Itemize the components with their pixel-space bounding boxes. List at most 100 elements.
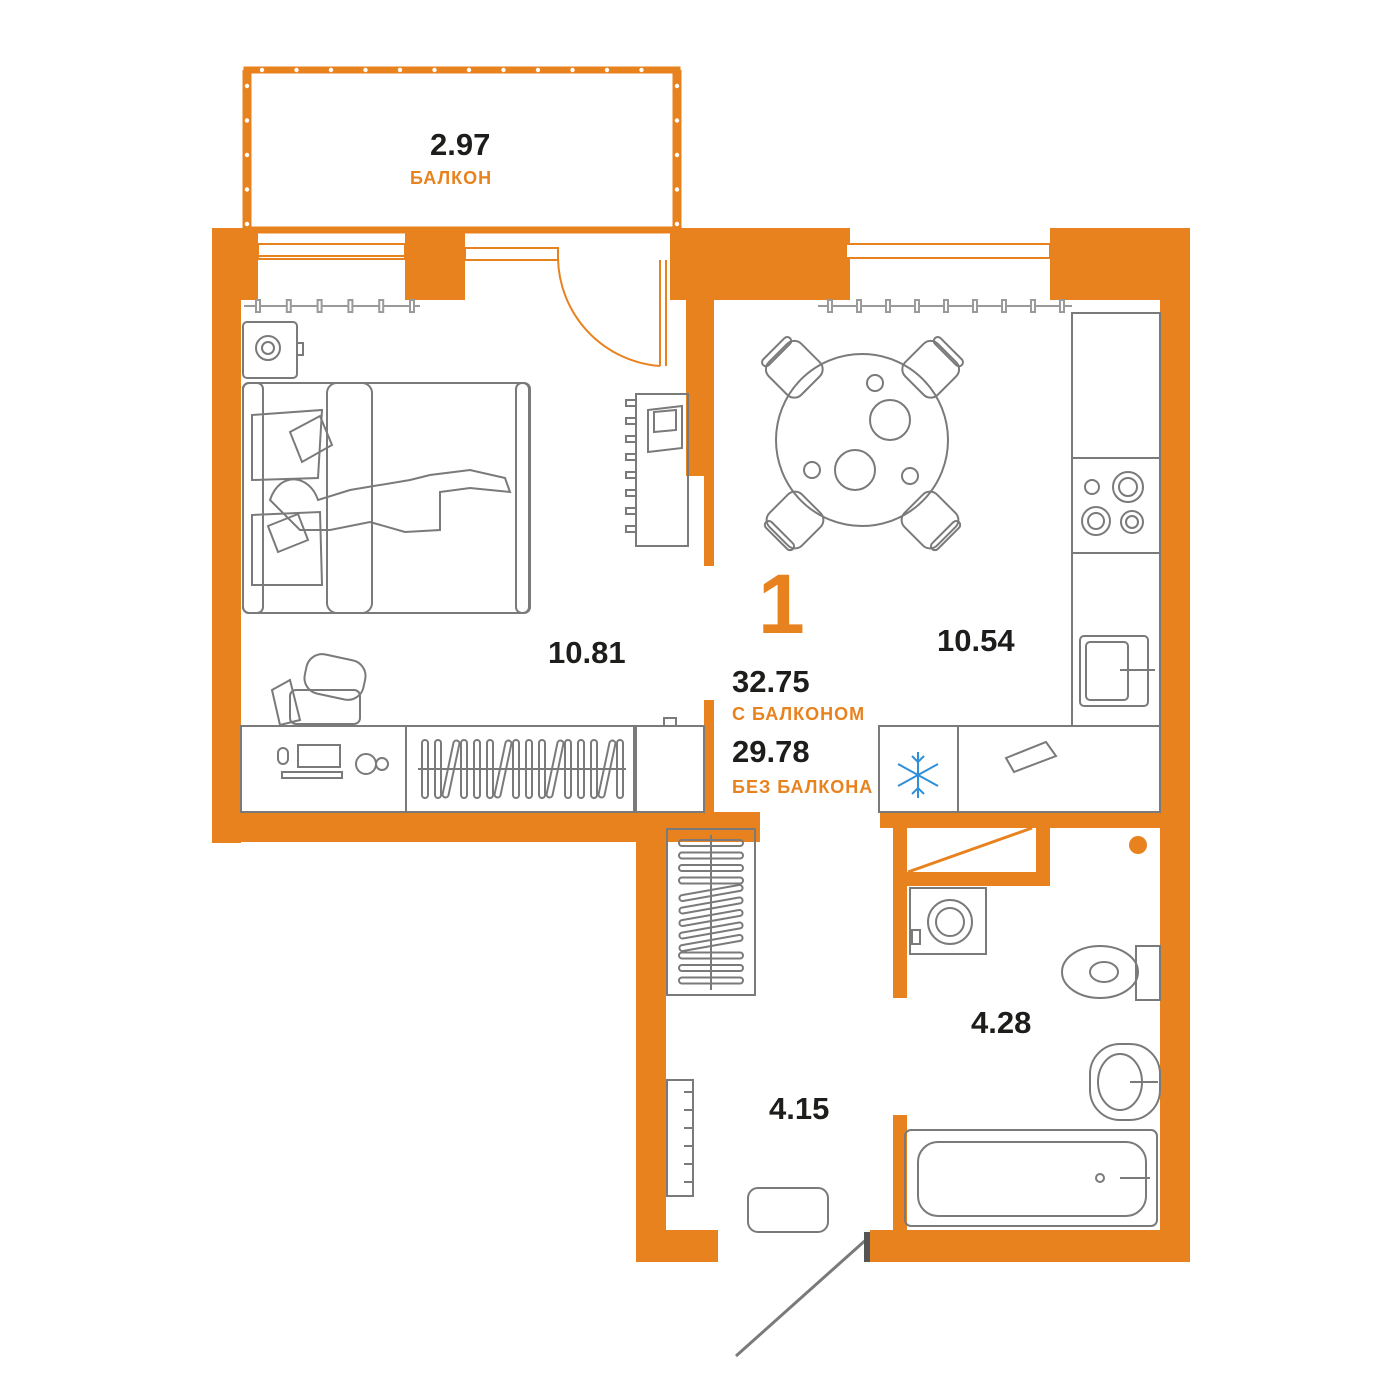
curtain-ring <box>972 299 978 313</box>
wall-partition-top <box>686 296 714 476</box>
hanger <box>678 951 744 960</box>
wall-bath-left-lower <box>893 1115 907 1260</box>
wall-left <box>212 228 241 843</box>
balcony-rail-dot <box>674 221 680 227</box>
balcony-rail-dot <box>674 187 680 192</box>
wall-top-middle <box>670 228 850 300</box>
total-with-balcony-label: С БАЛКОНОМ <box>732 704 866 724</box>
shoe-rack <box>666 1079 694 1197</box>
hallway-furniture <box>666 828 829 1233</box>
bedroom-furniture <box>240 321 705 813</box>
curtain-ring <box>409 299 415 313</box>
balcony-rail-dot <box>570 67 575 73</box>
shelf-tick <box>625 507 637 515</box>
balcony-rail-dot <box>363 67 368 73</box>
hallway-area: 4.15 <box>769 1091 830 1126</box>
wall-bedroom-bottom <box>212 812 760 842</box>
hanger <box>678 976 744 985</box>
wall-right <box>1160 228 1190 1262</box>
total-without-balcony-label: БЕЗ БАЛКОНА <box>732 777 874 797</box>
shelf-tick <box>625 525 637 533</box>
balcony-rail-dot <box>244 118 250 123</box>
balcony-rail-dot <box>397 67 403 73</box>
shelf-tick <box>625 489 637 497</box>
hall-wardrobe <box>666 828 756 996</box>
washing-machine <box>909 887 987 955</box>
shelf-tick <box>625 453 637 461</box>
window-bedroom-sill <box>257 255 406 260</box>
wardrobe <box>405 725 635 813</box>
ottoman <box>747 1187 829 1233</box>
kitchen-counter-bottom <box>957 725 1161 813</box>
hanger <box>678 896 744 915</box>
kitchen-counter <box>1071 312 1161 459</box>
curtain-ring <box>285 299 292 313</box>
hanger <box>678 851 744 860</box>
shelf-tick <box>625 471 637 479</box>
bathroom-area: 4.28 <box>971 1005 1032 1040</box>
pillow <box>251 510 324 586</box>
balcony-rail-dot <box>674 118 680 123</box>
balcony-rail-dot <box>328 67 334 73</box>
bedroom-nightstand <box>242 321 298 379</box>
curtain-ring <box>347 299 354 313</box>
curtain-ring <box>316 299 323 313</box>
walls <box>212 228 1190 1262</box>
wall-bath-left-upper <box>893 820 907 998</box>
pillow <box>251 408 324 482</box>
wall-top-left-pier <box>212 228 258 300</box>
balcony-rail-dot <box>432 67 437 73</box>
balcony-rail-dot <box>259 67 265 73</box>
dresser <box>635 725 705 813</box>
hanger <box>678 839 744 847</box>
bathroom-sink <box>1089 1043 1161 1121</box>
balcony-rail-dot <box>244 152 250 158</box>
balcony-door-frame <box>464 247 559 261</box>
hanger <box>678 933 744 953</box>
toilet <box>1061 945 1139 999</box>
balcony-door <box>557 257 667 367</box>
fridge <box>878 725 959 813</box>
balcony-rail-dot <box>244 221 250 227</box>
kitchen-area: 10.54 <box>937 623 1015 658</box>
curtain-ring <box>914 299 920 313</box>
shelf-tick <box>625 417 637 425</box>
balcony-outline <box>242 66 682 234</box>
hanger <box>678 964 744 972</box>
snowflake-icon <box>897 752 939 798</box>
total-without-balcony: 29.78 <box>732 734 810 769</box>
curtain-rods <box>244 299 1072 313</box>
wall-partition-thin <box>704 476 714 566</box>
balcony-rail-dot <box>244 83 250 89</box>
drain-icon <box>1129 836 1147 854</box>
wall-top-pier <box>405 228 465 300</box>
balcony-rail-dot <box>674 152 680 158</box>
shelf-tick <box>625 399 637 407</box>
hanger <box>678 876 744 885</box>
balcony-rail-dot <box>294 67 299 73</box>
balcony-rail-dot <box>535 67 541 73</box>
curtain-ring <box>1030 299 1036 313</box>
bathtub <box>904 1129 1158 1227</box>
rooms-count: 1 <box>758 557 805 651</box>
wall-kitchen-bottom <box>880 812 1180 828</box>
dining-table <box>775 353 949 527</box>
balcony-rail-dot <box>604 67 610 73</box>
wall-shaft-right <box>1036 820 1050 886</box>
curtain-ring <box>943 299 949 313</box>
balcony-rail-dot <box>674 83 680 89</box>
bedroom-area: 10.81 <box>548 635 626 670</box>
total-with-balcony: 32.75 <box>732 664 810 699</box>
windows <box>257 243 1051 261</box>
balcony-area: 2.97 <box>430 127 491 162</box>
curtain-ring <box>1001 299 1007 313</box>
hanger <box>678 921 744 940</box>
toilet-tank <box>1135 945 1161 1001</box>
curtain-ring <box>1059 299 1065 313</box>
wall-shaft-bottom <box>905 872 1050 886</box>
hanger <box>678 883 744 903</box>
bathroom-furniture <box>904 826 1161 1227</box>
curtain-ring <box>856 299 862 313</box>
hanger <box>678 908 744 928</box>
